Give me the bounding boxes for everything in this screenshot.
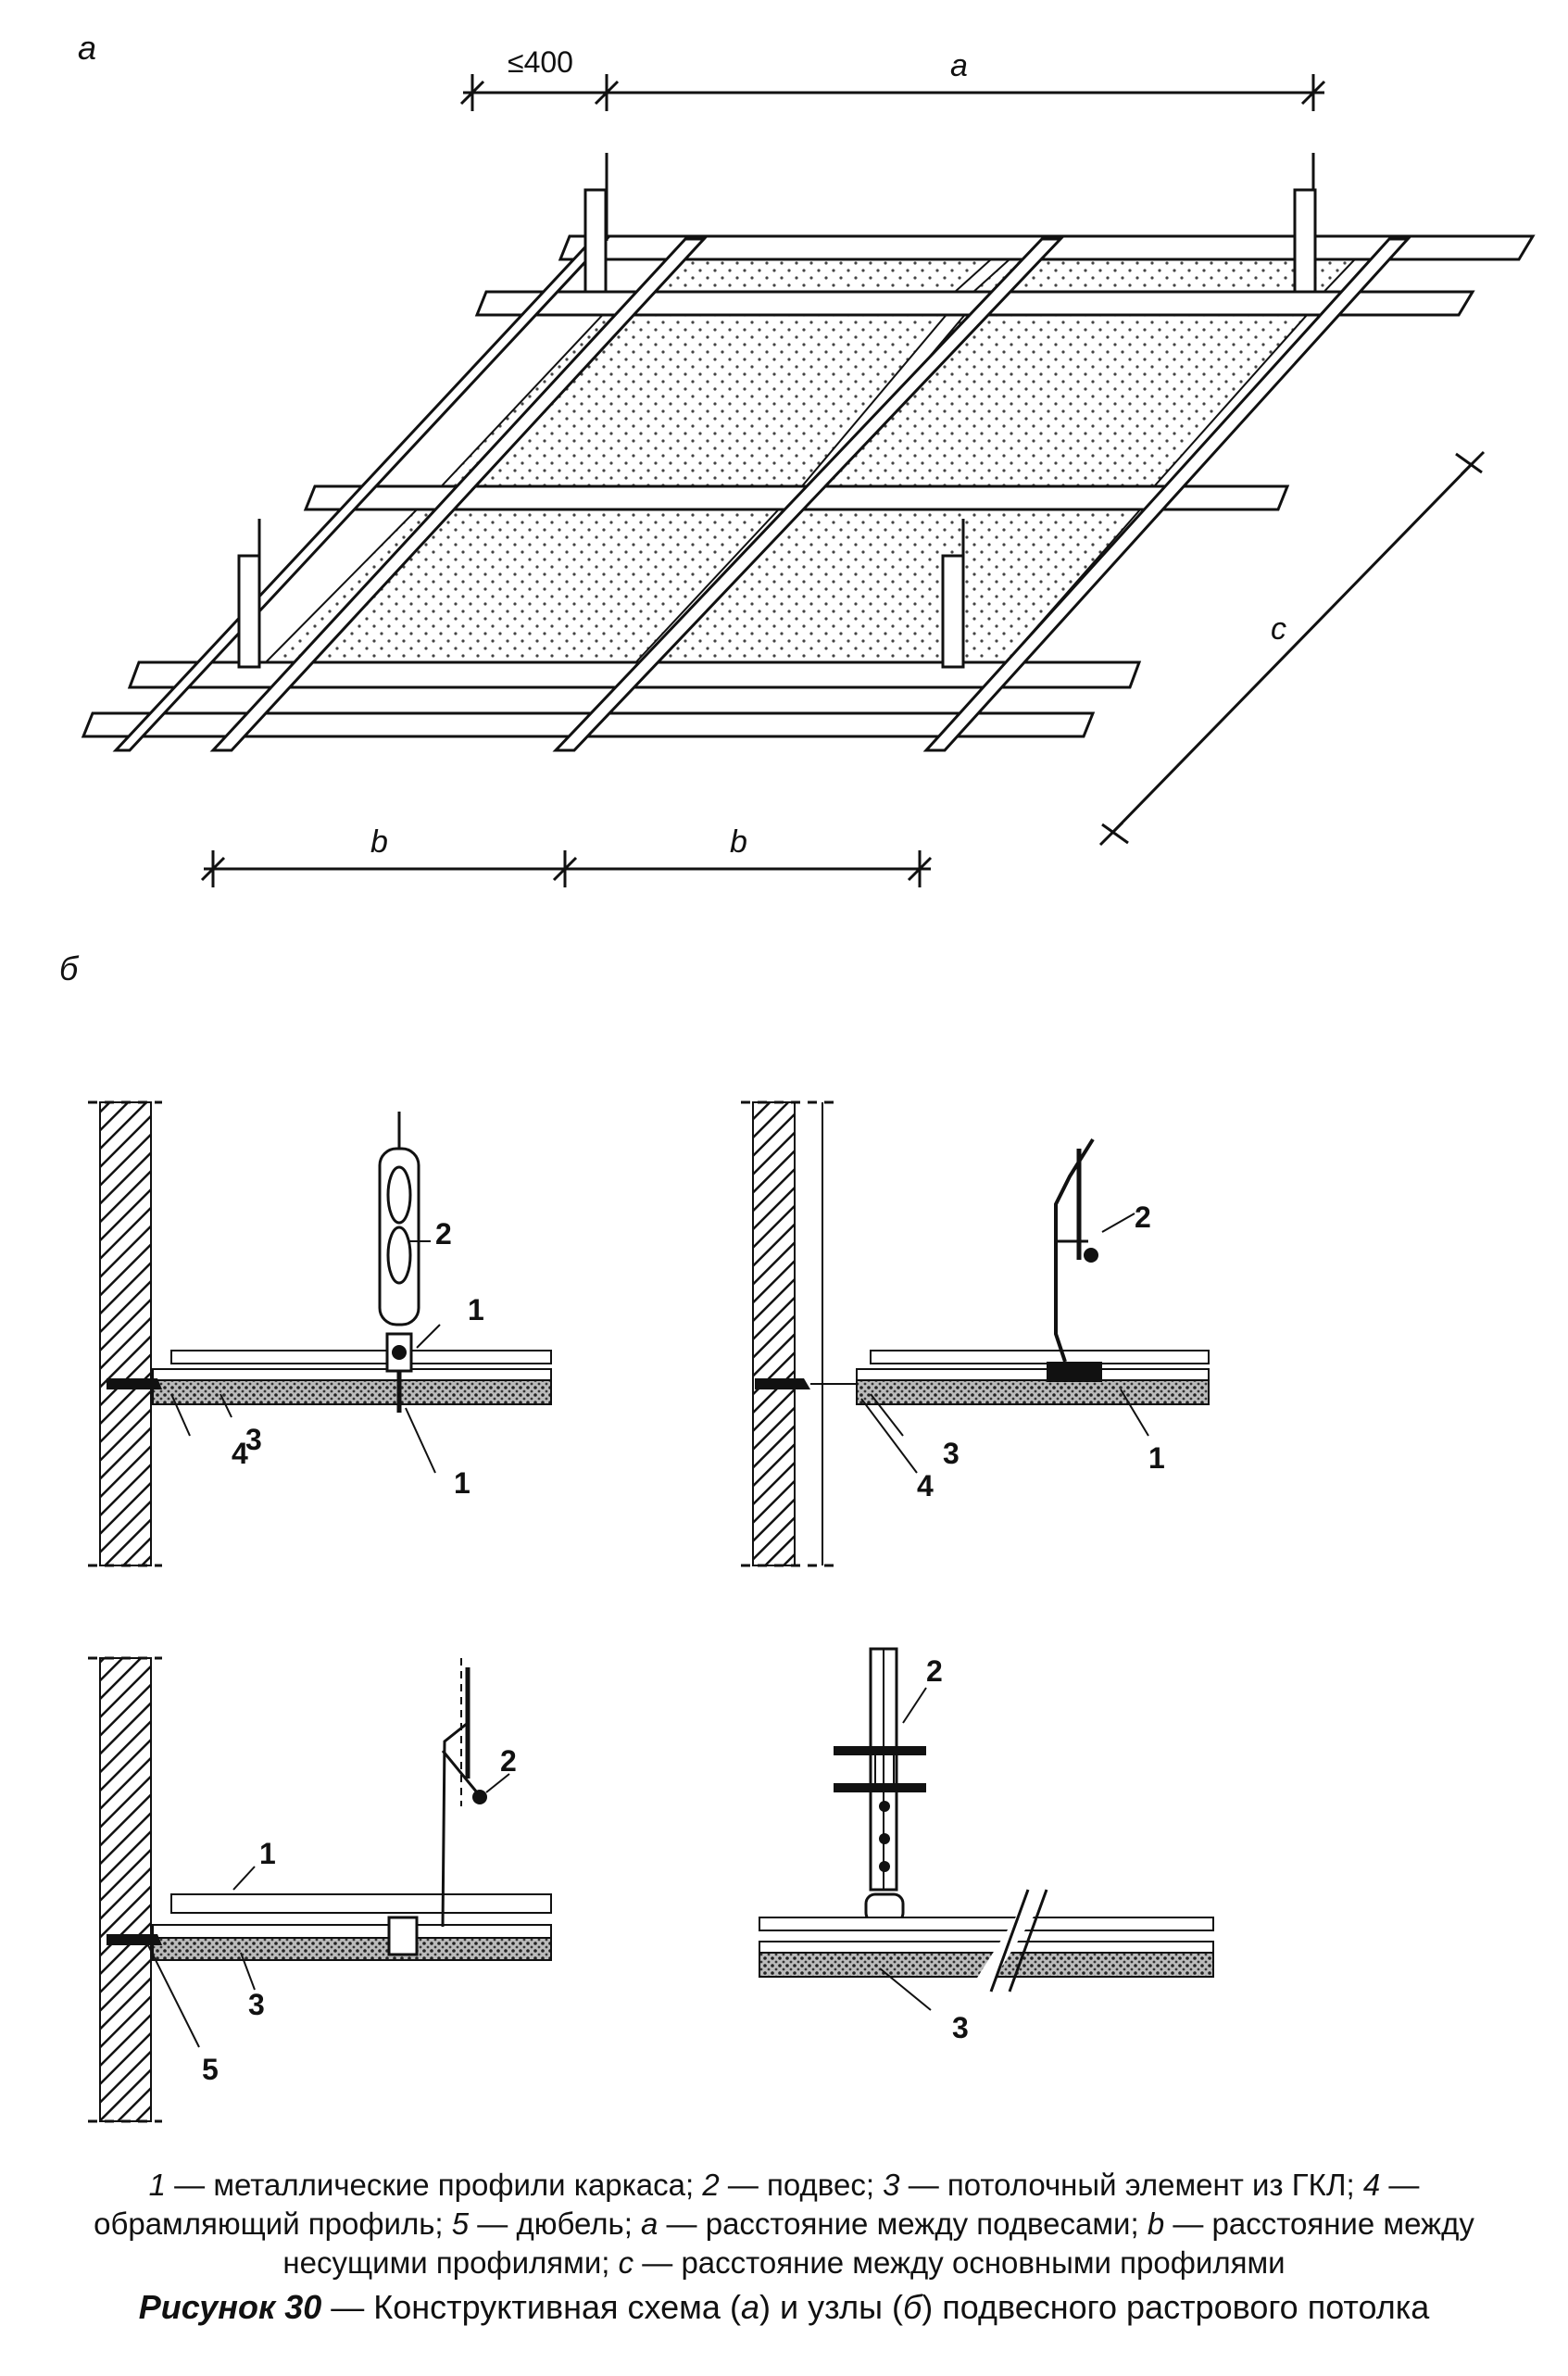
legend-text-3: — потолочный элемент из ГКЛ;: [899, 2168, 1363, 2202]
node1-label-3: 3: [245, 1423, 262, 1456]
dimension-bottom: [200, 850, 933, 887]
dim-c: c: [1271, 611, 1286, 647]
dim-b-2: b: [730, 824, 747, 860]
node-1: 2 1 3 4 1: [88, 1100, 552, 1567]
legend-key-1: 1: [148, 2168, 166, 2202]
node1-label-4: 4: [232, 1437, 248, 1470]
node4-label-3: 3: [952, 2011, 969, 2044]
node1-label-1-top: 1: [468, 1293, 484, 1326]
node2-label-2: 2: [1135, 1201, 1151, 1234]
node1-label-1-bottom: 1: [454, 1466, 470, 1500]
legend-text-c: — расстояние между основными профилями: [633, 2245, 1286, 2280]
panel-a: а ≤400 a: [78, 29, 1536, 887]
dimension-c: [1098, 450, 1486, 847]
caption-part-1: — Конструктивная схема (: [321, 2288, 741, 2326]
legend-text-1: — металлические профили каркаса;: [166, 2168, 703, 2202]
node2-label-4: 4: [917, 1469, 934, 1502]
legend-text-5: — дюбель;: [469, 2206, 642, 2241]
figure-legend: 1 — металлические профили каркаса; 2 — п…: [56, 2166, 1512, 2282]
legend-key-5: 5: [451, 2206, 470, 2241]
node3-label-5: 5: [202, 2053, 219, 2086]
legend-key-b: b: [1147, 2206, 1165, 2241]
node-3: 2 1 3 5: [88, 1656, 552, 2123]
node2-label-1: 1: [1148, 1441, 1165, 1475]
node-4: 2 3: [759, 1647, 1214, 2044]
caption-part-3: ) подвесного растрового потолка: [922, 2288, 1430, 2326]
legend-key-a: a: [641, 2206, 659, 2241]
legend-text-2: — подвес;: [719, 2168, 884, 2202]
node1-label-2: 2: [435, 1217, 452, 1251]
figure-number: Рисунок 30: [138, 2288, 322, 2326]
caption-part-2: ) и узлы (: [759, 2288, 904, 2326]
node-2: 2 3 4 1: [741, 1100, 1210, 1567]
legend-key-3: 3: [883, 2168, 900, 2202]
legend-key-2: 2: [702, 2168, 720, 2202]
dim-max-400: ≤400: [508, 45, 573, 79]
figure-caption: Рисунок 30 — Конструктивная схема (а) и …: [56, 2288, 1512, 2327]
node3-label-3: 3: [248, 1988, 265, 2021]
panel-a-label: а: [78, 29, 96, 67]
dim-b-1: b: [370, 824, 388, 860]
caption-b: б: [903, 2288, 922, 2326]
node2-label-3: 3: [943, 1437, 960, 1470]
legend-text-b: — расстояние между несущими профилями;: [282, 2206, 1474, 2280]
legend-key-4: 4: [1362, 2168, 1381, 2202]
node3-label-2: 2: [500, 1744, 517, 1778]
legend-text-4: — обрамляющий профиль;: [94, 2168, 1420, 2241]
legend-key-c: c: [618, 2245, 634, 2280]
panel-b-label: б: [59, 949, 80, 987]
dimension-top: [459, 74, 1326, 111]
hangers-a: [237, 153, 1317, 669]
node3-label-1: 1: [259, 1837, 276, 1870]
caption-a: а: [740, 2288, 759, 2326]
legend-text-a: — расстояние между подвесами;: [658, 2206, 1148, 2241]
dim-a: a: [950, 48, 968, 83]
node4-label-2: 2: [926, 1654, 943, 1688]
